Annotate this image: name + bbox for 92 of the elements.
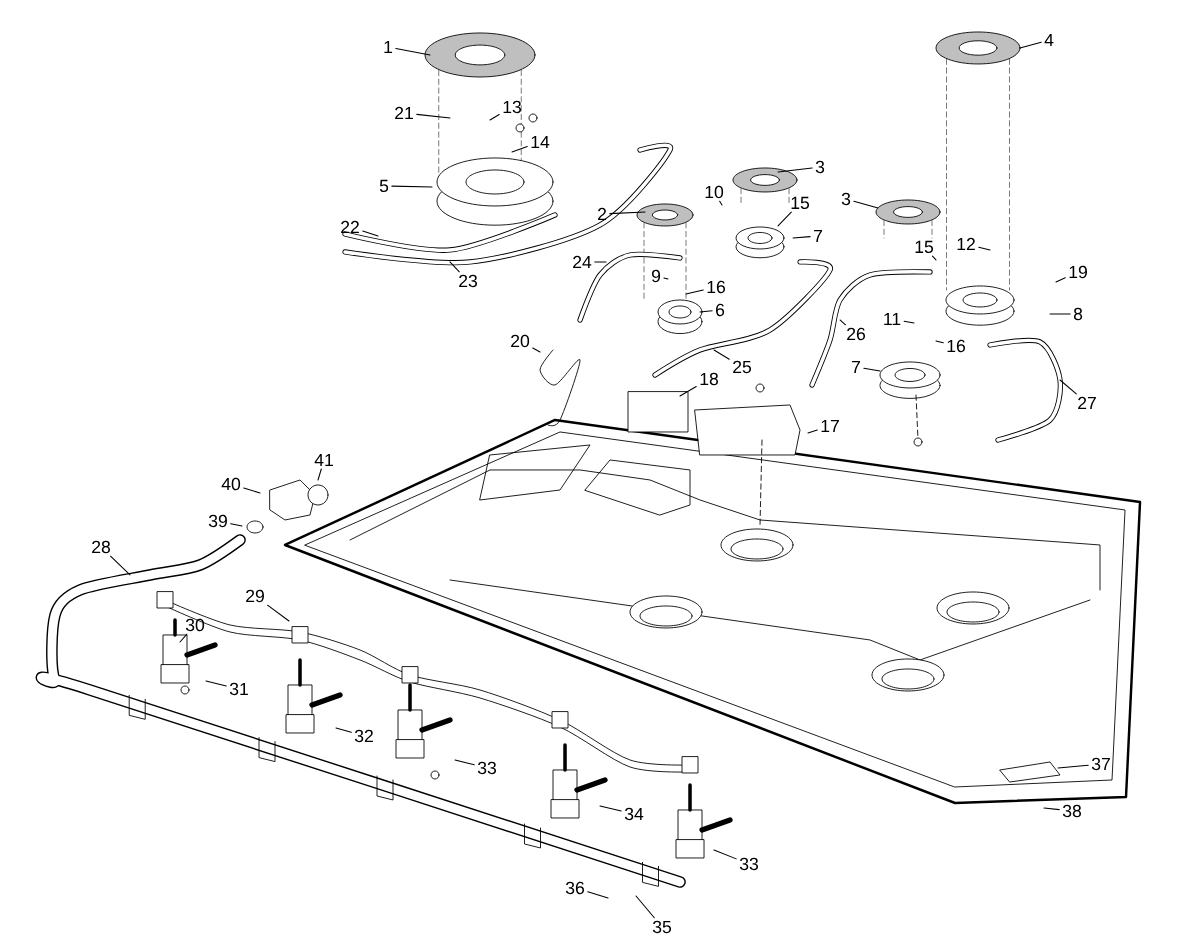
- leader-line: [391, 185, 433, 188]
- callout-number: 31: [229, 682, 248, 696]
- callout-number: 24: [573, 255, 592, 269]
- callout-number: 5: [379, 179, 389, 193]
- callout-number: 7: [852, 360, 861, 374]
- leader-line: [395, 47, 431, 56]
- callout-number: 3: [815, 160, 825, 174]
- leader-line: [679, 385, 697, 397]
- callout-number: 38: [1062, 804, 1081, 818]
- leader-line: [1059, 379, 1077, 395]
- callout-number: 29: [246, 589, 264, 603]
- leader-line: [317, 468, 322, 481]
- leader-line: [599, 805, 622, 812]
- leader-line: [587, 891, 609, 899]
- callout-number: 16: [947, 339, 965, 353]
- leader-line: [230, 523, 243, 527]
- leader-line: [1057, 764, 1089, 769]
- leader-line: [110, 555, 131, 576]
- leader-line: [792, 236, 811, 239]
- callout-number: 37: [1091, 757, 1110, 771]
- leader-line: [416, 113, 451, 119]
- callout-number: 41: [314, 453, 333, 467]
- leader-line: [777, 167, 813, 173]
- leader-line: [777, 211, 792, 227]
- callout-number: 1: [384, 40, 393, 54]
- leader-line: [1043, 807, 1060, 811]
- leader-line: [362, 230, 379, 237]
- callout-number: 22: [341, 220, 359, 234]
- leader-line: [1019, 41, 1042, 49]
- leader-line: [179, 633, 188, 643]
- callout-number: 39: [208, 514, 227, 528]
- callout-number: 15: [915, 240, 934, 254]
- callout-number: 4: [1044, 33, 1054, 46]
- callout-number: 10: [705, 185, 724, 199]
- callout-number: 36: [565, 881, 584, 895]
- callout-number: 3: [841, 192, 851, 206]
- leader-line: [719, 200, 723, 206]
- callout-number: 33: [477, 761, 496, 775]
- callout-number: 40: [221, 477, 241, 491]
- callout-number: 19: [1069, 265, 1087, 279]
- leader-line: [335, 727, 352, 733]
- callout-number: 30: [185, 618, 205, 632]
- leader-line: [853, 200, 879, 209]
- leader-line: [635, 895, 655, 919]
- leader-line: [489, 114, 500, 121]
- leader-line: [205, 680, 227, 687]
- leader-line: [903, 320, 915, 324]
- callout-number: 12: [957, 237, 975, 251]
- leader-line: [807, 429, 818, 434]
- leader-line: [663, 277, 669, 280]
- callout-number: 8: [1073, 307, 1083, 321]
- leader-line: [1049, 313, 1071, 315]
- leader-line: [931, 255, 937, 261]
- leader-line: [609, 211, 646, 215]
- callout-number: 27: [1078, 396, 1096, 410]
- leader-line: [454, 759, 475, 766]
- callout-number: 17: [821, 419, 839, 433]
- callout-number: 32: [354, 729, 373, 743]
- callout-number: 25: [733, 360, 752, 374]
- callout-number: 26: [847, 327, 865, 341]
- leader-line: [594, 261, 607, 263]
- callout-number: 35: [652, 920, 672, 934]
- callout-number: 11: [884, 312, 901, 326]
- callout-number: 2: [598, 207, 607, 221]
- leader-line: [713, 349, 730, 360]
- leader-line: [1055, 277, 1066, 283]
- callout-number: 16: [707, 280, 725, 294]
- leader-line: [863, 367, 881, 372]
- callout-number: 13: [503, 100, 521, 114]
- leader-line: [243, 487, 261, 494]
- callout-number: 34: [624, 807, 644, 821]
- leader-line: [532, 347, 541, 353]
- leader-line: [511, 146, 528, 153]
- leader-line: [978, 246, 991, 251]
- callout-number: 14: [531, 135, 550, 148]
- leader-line: [685, 289, 704, 295]
- callout-number: 6: [716, 303, 725, 317]
- callout-number: 23: [459, 274, 477, 288]
- callout-number: 20: [511, 334, 530, 348]
- callout-number: 15: [791, 196, 810, 210]
- callout-number: 21: [395, 106, 413, 120]
- callout-number: 18: [700, 372, 718, 386]
- leader-line: [699, 310, 713, 313]
- leader-line: [935, 340, 944, 344]
- callout-number: 9: [651, 269, 661, 283]
- callout-number: 7: [814, 229, 823, 243]
- leader-line: [267, 604, 290, 622]
- callout-number: 28: [92, 540, 110, 554]
- callout-number: 33: [739, 857, 758, 871]
- leader-line: [449, 261, 460, 273]
- leader-line: [713, 849, 737, 860]
- leader-line: [839, 319, 846, 326]
